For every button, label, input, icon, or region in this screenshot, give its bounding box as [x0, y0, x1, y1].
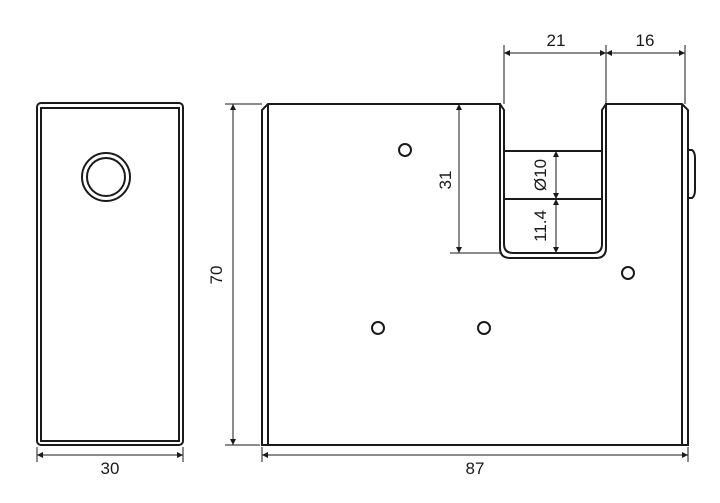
keyhole-outer-icon: [81, 152, 131, 202]
screw-hole-icon: [371, 321, 385, 335]
screw-hole-icon: [621, 266, 635, 280]
dim-label-11-4: 11.4: [531, 210, 550, 242]
dim-label-30: 30: [101, 459, 120, 478]
screw-hole-icon: [398, 143, 412, 157]
front-view: 21 16 31 Ø10 11.4 70 87: [207, 31, 696, 478]
dim-label-87: 87: [466, 459, 485, 478]
lock-body-outline: [261, 103, 689, 446]
side-tab: [688, 149, 696, 199]
dim-label-diameter: Ø10: [531, 159, 550, 191]
dim-label-21: 21: [547, 31, 566, 50]
dim-label-70: 70: [207, 266, 226, 285]
side-view: 30: [36, 102, 184, 478]
side-body-inner: [40, 107, 180, 442]
keyhole-inner-icon: [86, 157, 126, 197]
screw-holes: [371, 143, 635, 335]
dim-label-16: 16: [636, 31, 655, 50]
shackle-slot: [499, 103, 607, 254]
screw-hole-icon: [477, 321, 491, 335]
dim-label-31: 31: [436, 171, 455, 190]
side-body-outline: [36, 102, 184, 446]
